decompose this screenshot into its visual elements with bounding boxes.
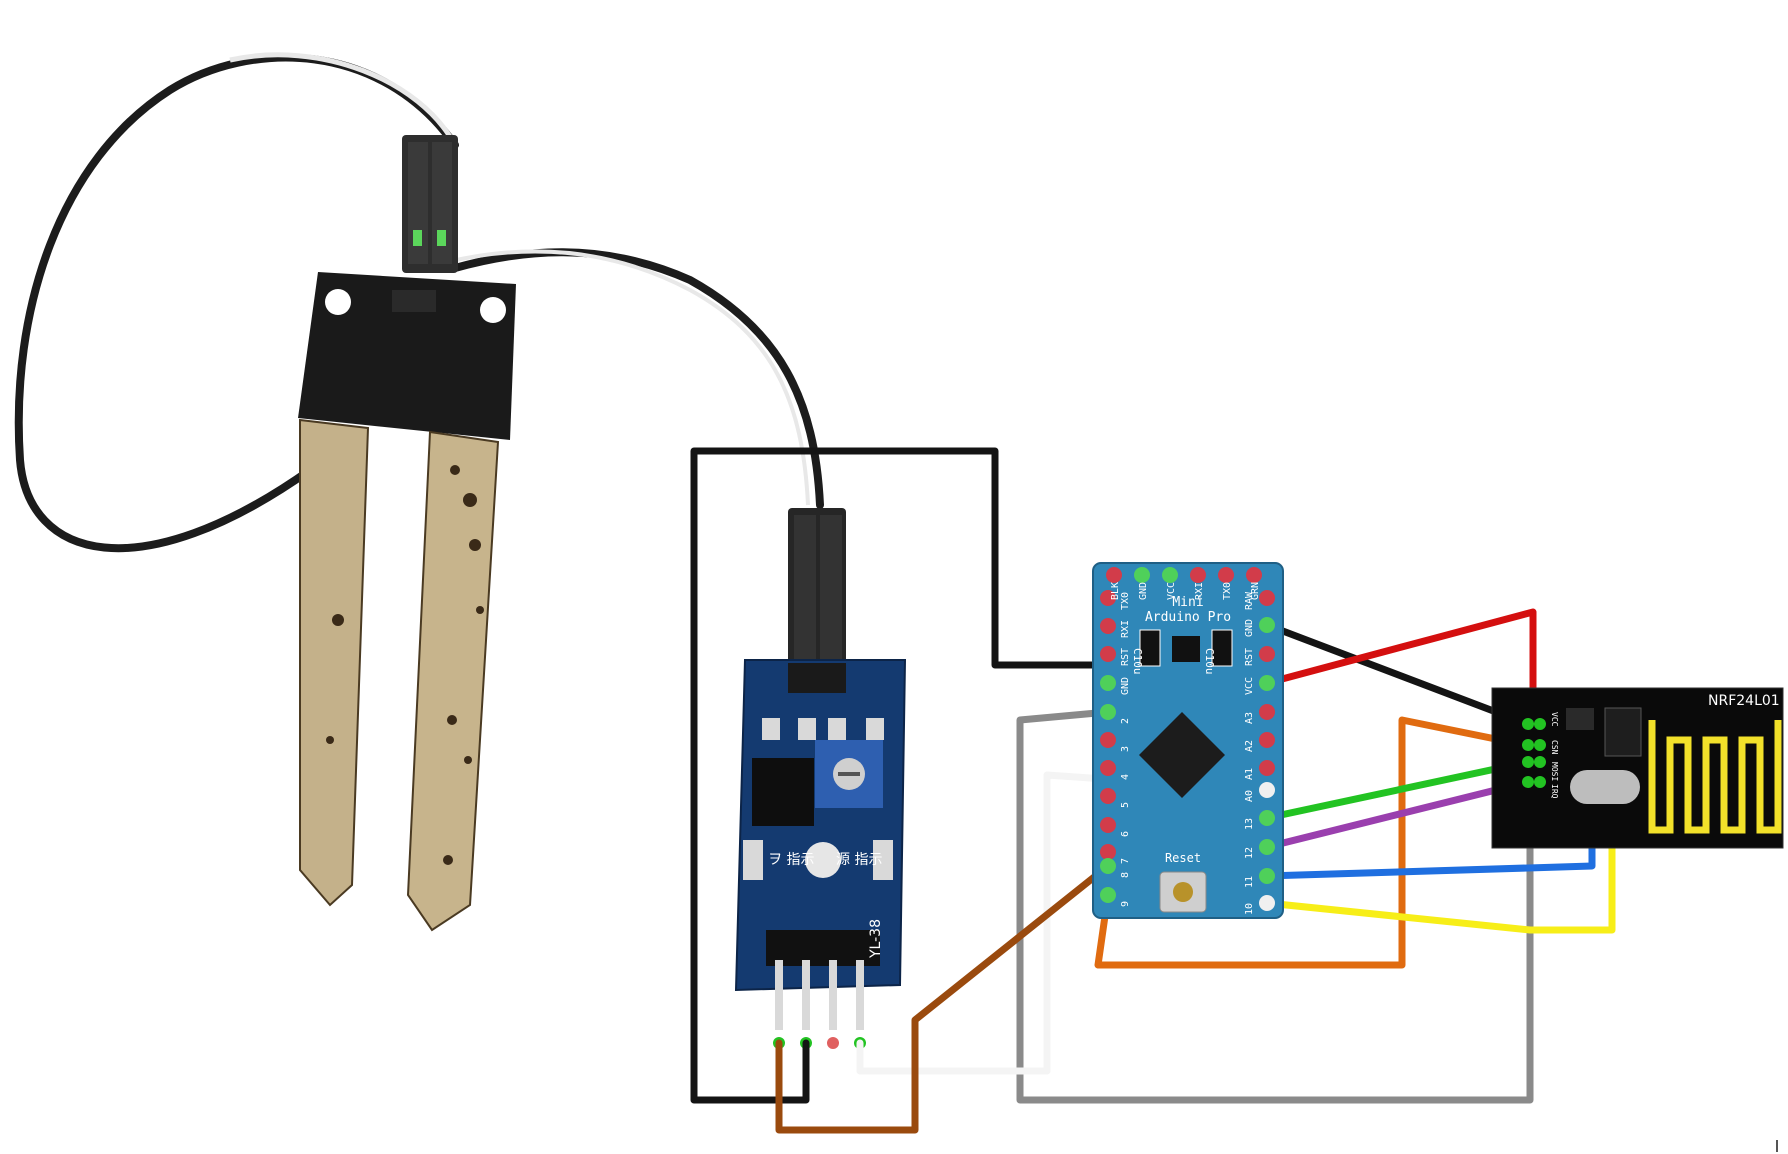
arduino-top-pin-label: GRN [1250,582,1261,600]
nrf-pins [1522,718,1546,788]
arduino-right-pins [1259,590,1275,911]
arduino-cap2-label: C10u [1203,648,1216,675]
arduino-right-pin-label: A3 [1244,712,1255,724]
nrf-title: NRF24L01 [1708,693,1780,709]
arduino-left-pin-label: RXI [1120,620,1131,638]
arduino-top-pin-label: BLK [1110,582,1121,600]
arduino-right-pin-label: A0 [1244,790,1255,802]
nrf-pin-vcc: VCC [1550,712,1559,727]
arduino-left-pin-label: 2 [1120,718,1131,724]
wire-gray-pin2 [1016,708,1534,1104]
arduino-right-pin-label: RST [1244,648,1255,666]
arduino-left-pins [1100,590,1116,903]
nrf-pin-csn: CSN [1550,740,1559,755]
arduino-left-pin-label: 5 [1120,802,1131,808]
arduino-right-pin-label: 12 [1244,847,1255,859]
arduino-title-line2: Arduino Pro [1145,610,1231,625]
arduino-top-pin-label: VCC [1166,582,1177,600]
arduino-right-pin-label: 10 [1244,903,1255,915]
wire-green-13 [1263,758,1532,822]
arduino-left-pin-label: GND [1120,677,1131,695]
arduino-left-pin-label: 9 [1120,901,1131,907]
arduino-right-pin-label: A2 [1244,740,1255,752]
nrf24l01-module: NRF24L01 VCC CSN MOSI IRQ [1491,687,1784,849]
arduino-right-pin-label: GND [1244,619,1255,637]
arduino-right-pin-label: VCC [1244,677,1255,695]
sensor-label-right: 源 指示 [836,852,882,868]
wire-black-nrf-gnd [1263,621,1529,727]
sensor-model-label: YL-38 [868,919,884,959]
wire-purple-12 [1263,778,1532,851]
wire-black-gnd [690,447,1112,1104]
arduino-right-pin-label: 11 [1244,876,1255,888]
arduino-cap1-label: C10u [1131,648,1144,675]
arduino-left-pin-label: 7 [1120,858,1131,864]
arduino-top-pin-label: GND [1138,582,1149,600]
nrf-pin-mosi: MOSI [1550,762,1559,781]
yl38-sensor-module: ヲ 指示 源 指示 YL-38 [734,508,907,1049]
arduino-left-pin-label: 3 [1120,746,1131,752]
sensor-label-left: ヲ 指示 [768,852,814,868]
arduino-left-pin-label: TX0 [1120,592,1131,610]
arduino-top-pins [1106,567,1262,583]
wire-orange-pin9 [1094,716,1529,969]
soil-moisture-probe [14,52,824,932]
wire-brown-a0 [775,862,1112,1134]
nrf-pin-irq: IRQ [1550,784,1559,799]
potentiometer-icon [815,740,883,808]
corner-mark [1776,1140,1778,1152]
arduino-right-pin-label: RAW [1244,591,1255,610]
arduino-top-pin-label: RXI [1194,582,1205,600]
arduino-left-pin-label: 6 [1120,831,1131,837]
arduino-left-pin-label: 4 [1120,774,1131,780]
arduino-left-pin-label: RST [1120,648,1131,666]
arduino-right-pin-label: 13 [1244,818,1255,830]
wire-red-vcc [1263,608,1537,728]
arduino-top-pin-label: TX0 [1222,582,1233,600]
arduino-right-pin-label: A1 [1244,768,1255,780]
arduino-left-pin-label: 8 [1120,872,1131,878]
arduino-reset-label: Reset [1165,851,1201,865]
arduino-title-line1: Mini [1172,595,1203,610]
